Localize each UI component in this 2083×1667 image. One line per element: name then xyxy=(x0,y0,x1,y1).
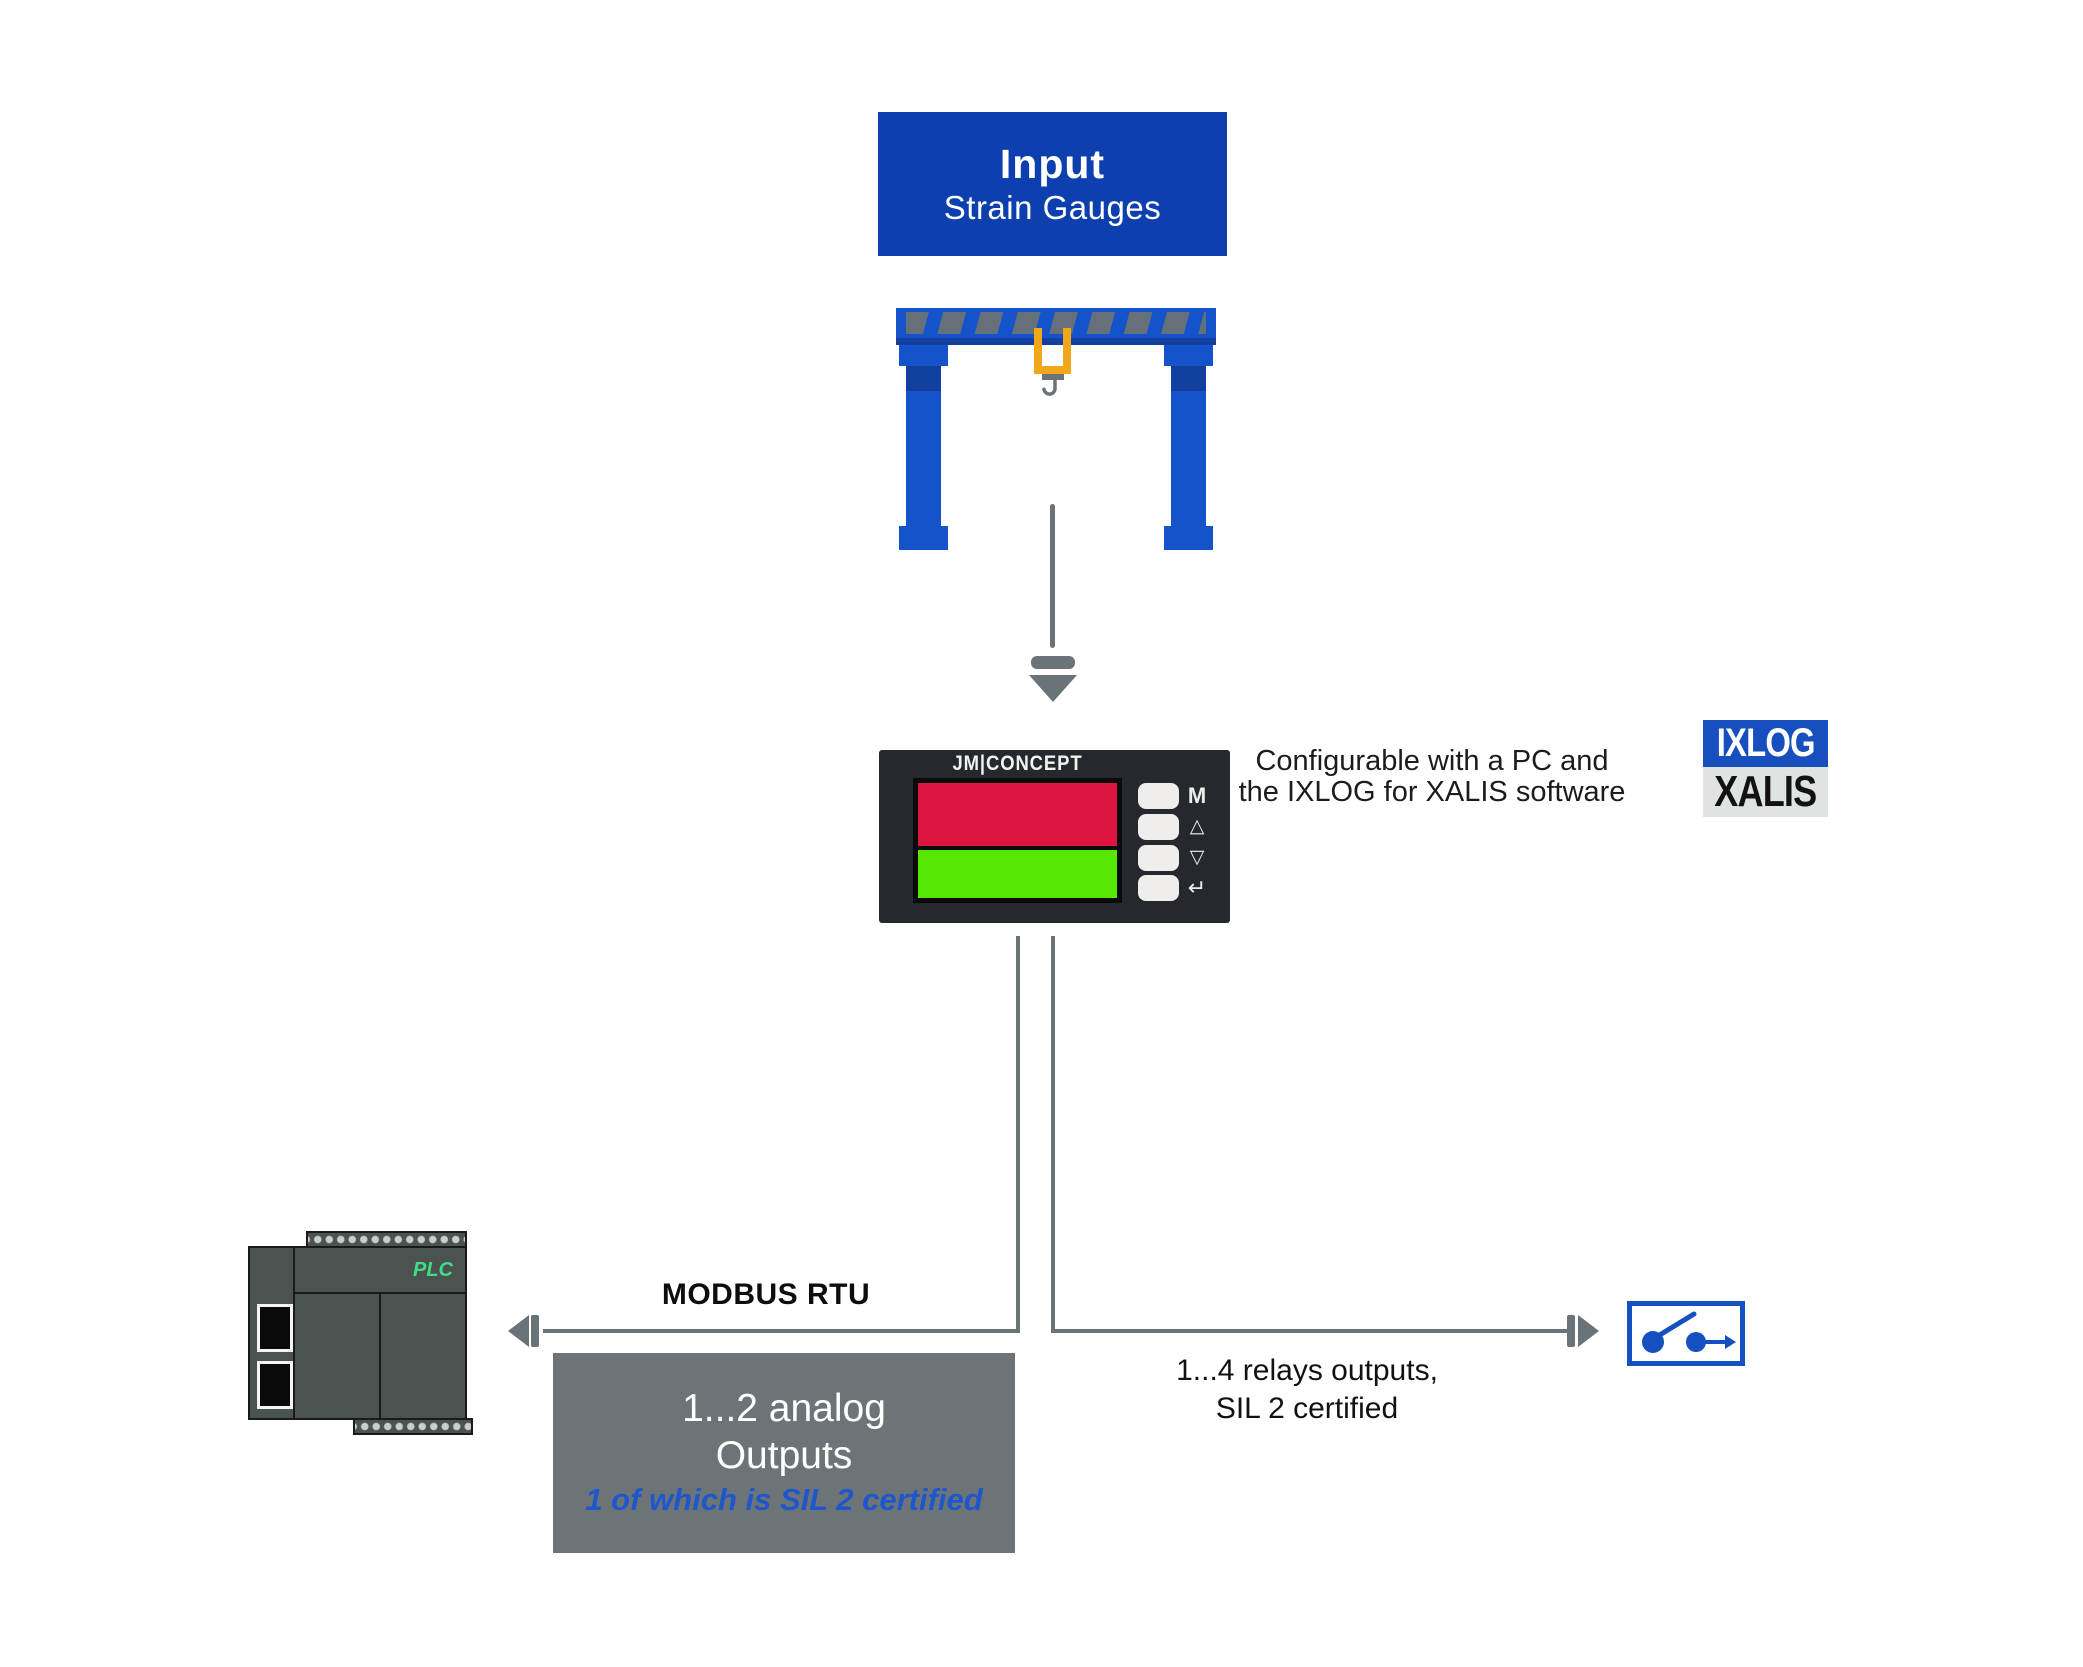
plc-panel-2 xyxy=(379,1292,467,1420)
relay-switch-glyph xyxy=(1642,1311,1736,1353)
plc-panel-1 xyxy=(293,1292,381,1420)
left-arrowhead-bar xyxy=(531,1315,539,1347)
plc-port-column xyxy=(248,1246,295,1420)
plc-port-1 xyxy=(257,1304,293,1352)
menu-label: M xyxy=(1187,783,1207,808)
config-annotation-line2: the IXLOG for XALIS software xyxy=(1238,776,1626,808)
up-triangle-icon: △ xyxy=(1189,816,1205,837)
ixlog-xalis-logo: IXLOG XALIS xyxy=(1703,720,1828,817)
plc-port-2 xyxy=(257,1361,293,1409)
crane-right-shoulder xyxy=(1164,345,1213,366)
analog-line2: Outputs xyxy=(715,1434,853,1477)
enter-icon: ↵ xyxy=(1187,875,1207,900)
down-triangle-icon: ▽ xyxy=(1189,847,1205,868)
relay-switch-icon xyxy=(1627,1301,1745,1366)
crane-left-foot xyxy=(899,526,948,550)
relays-line2: SIL 2 certified xyxy=(1215,1392,1399,1425)
plc-terminal-strip-top xyxy=(306,1231,467,1248)
right-arrowhead-bar xyxy=(1567,1315,1575,1347)
relays-label: 1...4 relays outputs, SIL 2 certified xyxy=(1107,1352,1507,1428)
display-bar-green xyxy=(918,850,1117,898)
device-output-line-right xyxy=(1051,936,1055,1333)
display-bar-red xyxy=(918,783,1117,846)
crane-beam-stripes xyxy=(906,312,1206,334)
device-display xyxy=(913,778,1122,903)
right-arrowhead-icon xyxy=(1578,1315,1599,1347)
config-annotation-line1: Configurable with a PC and xyxy=(1255,745,1609,777)
crane-right-leg xyxy=(1171,366,1206,526)
down-arrow-bar xyxy=(1031,656,1075,669)
crane-right-foot xyxy=(1164,526,1213,550)
crane-beam xyxy=(896,308,1216,338)
modbus-label: MODBUS RTU xyxy=(661,1278,871,1311)
gantry-crane-illustration xyxy=(896,308,1216,552)
device-button-up xyxy=(1138,814,1179,840)
input-box: Input Strain Gauges xyxy=(878,112,1227,256)
indicator-device: JM|CONCEPT M △ ▽ ↵ xyxy=(879,750,1230,923)
device-brand: JM|CONCEPT xyxy=(952,752,1083,775)
crane-left-leg xyxy=(906,366,941,526)
input-subtitle: Strain Gauges xyxy=(943,189,1162,226)
down-arrow-icon xyxy=(1029,675,1077,702)
crane-hoist-hanger xyxy=(1034,328,1071,374)
plc-terminal-strip-bottom xyxy=(353,1418,473,1435)
plc-label: PLC xyxy=(413,1258,453,1281)
analog-sil2-note: 1 of which is SIL 2 certified xyxy=(585,1482,983,1517)
config-annotation: Configurable with a PC and the IXLOG for… xyxy=(1232,746,1632,808)
plc-header: PLC xyxy=(293,1246,467,1294)
crane-left-shoulder xyxy=(899,345,948,366)
crane-trolley xyxy=(1042,374,1064,380)
logo-ixlog: IXLOG xyxy=(1703,720,1828,767)
device-button-menu xyxy=(1138,783,1179,809)
left-arrowhead-icon xyxy=(508,1315,529,1347)
plc-illustration: PLC xyxy=(248,1231,473,1437)
modbus-line xyxy=(543,1329,1020,1333)
relay-line xyxy=(1051,1329,1568,1333)
relays-line1: 1...4 relays outputs, xyxy=(1176,1354,1438,1387)
analog-line1: 1...2 analog xyxy=(682,1387,886,1430)
device-button-enter xyxy=(1138,875,1179,901)
device-output-line-left xyxy=(1016,936,1020,1333)
input-title: Input xyxy=(999,141,1106,187)
crane-beam-rail xyxy=(896,338,1216,345)
down-arrow-shaft xyxy=(1050,504,1055,648)
logo-xalis: XALIS xyxy=(1703,767,1828,817)
crane-hook-icon xyxy=(1042,380,1057,396)
device-button-down xyxy=(1138,845,1179,871)
analog-outputs-box: 1...2 analog Outputs 1 of which is SIL 2… xyxy=(553,1353,1015,1553)
